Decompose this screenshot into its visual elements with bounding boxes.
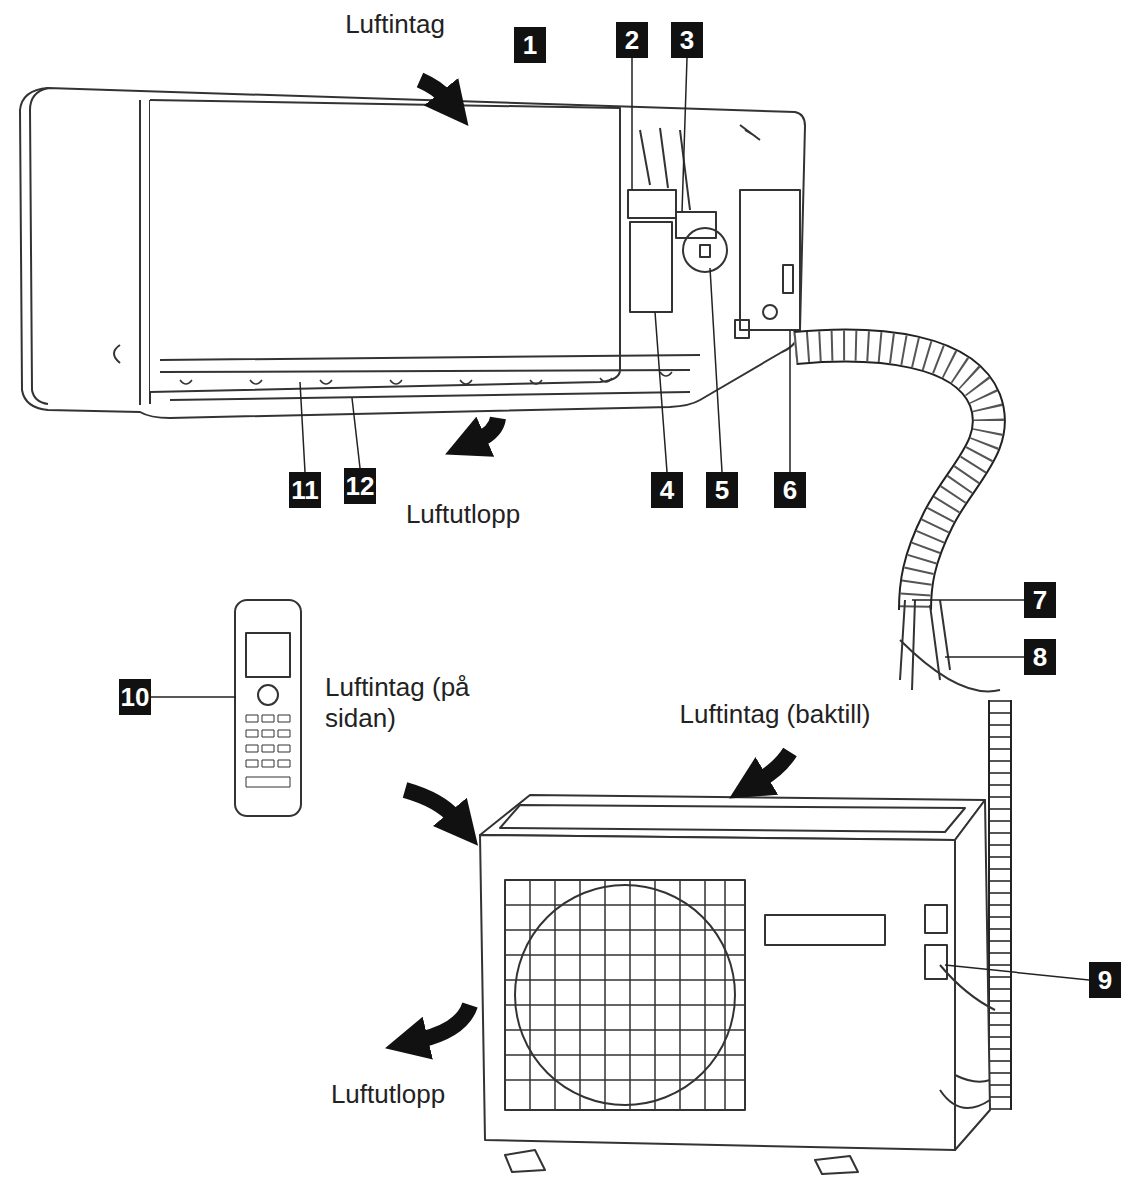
callout-number: 10 — [119, 679, 151, 715]
airflow-label: Luftutlopp — [406, 499, 520, 530]
airflow-label: Luftintag — [345, 9, 445, 40]
callout-number: 4 — [651, 472, 683, 508]
callout-number: 12 — [344, 468, 376, 504]
callout-number: 11 — [289, 472, 321, 508]
airflow-label: Luftintag (på sidan) — [325, 672, 485, 734]
indoor-unit — [20, 88, 805, 418]
pipe-hose — [795, 346, 1000, 692]
callout-number: 8 — [1024, 639, 1056, 675]
airflow-label: Luftutlopp — [331, 1079, 445, 1110]
callout-number: 5 — [706, 472, 738, 508]
callout-number: 9 — [1089, 962, 1121, 998]
outdoor-unit — [480, 700, 1000, 1174]
airflow-label: Luftintag (baktill) — [680, 699, 871, 730]
callout-number: 1 — [514, 27, 546, 63]
airflow-arrows — [405, 80, 790, 1040]
callout-number: 7 — [1024, 582, 1056, 618]
callout-number: 6 — [774, 472, 806, 508]
remote-control — [235, 600, 301, 816]
callout-number: 3 — [671, 22, 703, 58]
leader-lines — [151, 58, 1089, 980]
callout-number: 2 — [616, 22, 648, 58]
